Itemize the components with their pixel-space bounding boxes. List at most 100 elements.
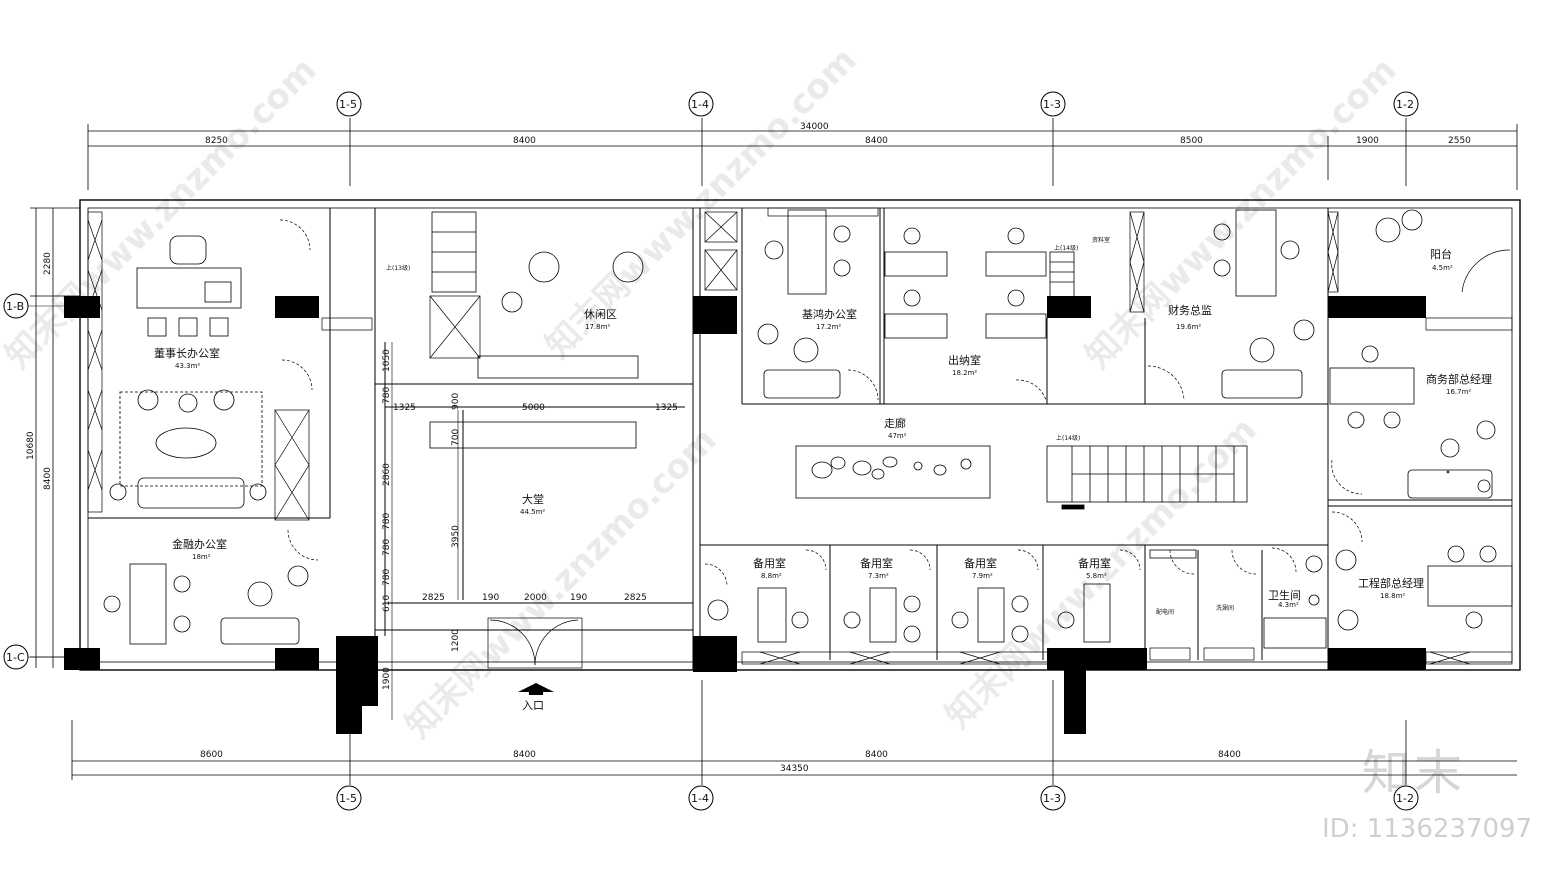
dim-inner: 190: [482, 593, 499, 603]
dim-bottom-seg: 8400: [1218, 750, 1241, 760]
dim-bottom-seg: 8400: [513, 750, 536, 760]
room-name: 大堂: [522, 492, 544, 506]
dim-inner: 1050: [382, 349, 392, 372]
dim-left-seg: 8400: [43, 467, 53, 490]
dim-inner: 1900: [382, 667, 392, 690]
room-area: 7.9m²: [972, 572, 993, 580]
room-label: 资料室: [1092, 236, 1110, 244]
entrance-arrow: [518, 683, 554, 692]
axis-label: 1-3: [1043, 98, 1061, 111]
watermark-text: 知末网www.znzmo.com: [0, 50, 324, 376]
dim-inner: 610: [382, 595, 392, 612]
room-area: 7.3m²: [868, 572, 889, 580]
dim-top-seg: 1900: [1356, 136, 1379, 146]
room-name: 备用室: [964, 556, 997, 570]
dim-bottom-seg: 8400: [865, 750, 888, 760]
room-label: 配电间: [1156, 608, 1174, 616]
dim-inner: 190: [570, 593, 587, 603]
interior-walls: [88, 208, 1512, 670]
top-dimensions: [87, 118, 1518, 190]
inner-dimensions: [391, 342, 459, 720]
axis-label: 1-2: [1396, 98, 1414, 111]
dim-inner: 780: [382, 539, 392, 556]
room-area: 43.3m²: [175, 362, 200, 370]
dim-inner: 1200: [451, 629, 461, 652]
room-name: 备用室: [860, 556, 893, 570]
axis-label: 1-5: [339, 792, 357, 805]
dim-left-overall: 10680: [26, 431, 36, 460]
dim-inner: 780: [382, 513, 392, 530]
dim-inner: 2825: [624, 593, 647, 603]
dim-inner: 1325: [393, 403, 416, 413]
dim-inner: 780: [382, 387, 392, 404]
room-area: 19.6m²: [1176, 323, 1201, 331]
planter: [795, 445, 991, 499]
room-name: 走廊: [884, 416, 906, 430]
room-label: 洗涮间: [1216, 604, 1234, 612]
dim-bottom-total: 34350: [780, 764, 809, 774]
watermark-text: 知末网www.znzmo.com: [398, 420, 724, 746]
room-name: 休闲区: [584, 307, 617, 321]
room-name: 财务总监: [1168, 303, 1212, 317]
axis-label: 1-4: [691, 98, 709, 111]
dim-inner: 2000: [524, 593, 547, 603]
dim-top-total: 34000: [800, 122, 829, 132]
room-name: 商务部总经理: [1426, 372, 1492, 386]
axis-label: 1-2: [1396, 792, 1414, 805]
dim-top-seg: 2550: [1448, 136, 1471, 146]
room-area: 18.2m²: [952, 369, 977, 377]
dim-top-seg: 8400: [865, 136, 888, 146]
dim-inner: 1325: [655, 403, 678, 413]
room-name: 出纳室: [948, 353, 981, 367]
furniture: [119, 209, 1513, 649]
axis-bubbles-bottom: [336, 785, 1419, 811]
axis-label: 1-3: [1043, 792, 1061, 805]
watermark-text: 知末网www.znzmo.com: [1078, 50, 1404, 376]
dim-left-seg: 2280: [43, 252, 53, 275]
room-name: 工程部总经理: [1358, 576, 1424, 590]
dim-inner: 2825: [422, 593, 445, 603]
axis-label: 1-B: [6, 300, 24, 313]
room-name: 备用室: [1078, 556, 1111, 570]
structural-columns: [64, 296, 1426, 734]
room-area: 18.8m²: [1380, 592, 1405, 600]
dim-inner: 900: [451, 393, 461, 410]
room-name: 卫生间: [1268, 588, 1301, 602]
room-area: 17.2m²: [816, 323, 841, 331]
axis-bubbles-top: [336, 91, 1419, 117]
outer-walls: [79, 199, 1521, 671]
dim-inner: 5000: [522, 403, 545, 413]
dim-top-seg: 8250: [205, 136, 228, 146]
axis-label: 1-4: [691, 792, 709, 805]
chairs-tables: [103, 209, 1497, 643]
stair-label: 上(14级): [1056, 434, 1080, 442]
room-area: 4.3m²: [1278, 601, 1299, 609]
stair-label: 上(13级): [386, 264, 410, 272]
axis-label: 1-5: [339, 98, 357, 111]
room-area: 8.8m²: [761, 572, 782, 580]
room-area: 47m²: [888, 432, 907, 440]
doors: [279, 219, 1511, 669]
room-name: 阳台: [1430, 247, 1452, 261]
room-area: 4.5m²: [1432, 264, 1453, 272]
dim-inner: 2860: [382, 463, 392, 486]
room-area: 5.8m²: [1086, 572, 1107, 580]
dim-inner: 700: [451, 429, 461, 446]
room-area: 18m²: [192, 553, 211, 561]
dim-inner: 780: [382, 569, 392, 586]
room-name: 董事长办公室: [154, 346, 220, 360]
room-area: 17.8m²: [585, 323, 610, 331]
staircase: [431, 211, 1248, 510]
dim-top-seg: 8400: [513, 136, 536, 146]
room-area: 44.5m²: [520, 508, 545, 516]
axis-label: 1-C: [6, 651, 25, 664]
room-name: 备用室: [753, 556, 786, 570]
bottom-dimensions: [71, 680, 1517, 785]
stair-label: 上(14级): [1054, 244, 1078, 252]
room-name: 基鸿办公室: [802, 307, 857, 321]
entrance-label: 入口: [522, 699, 544, 712]
watermark-id: ID: 1136237097: [1322, 814, 1533, 844]
room-name: 金融办公室: [172, 537, 227, 551]
dim-bottom-seg: 8600: [200, 750, 223, 760]
